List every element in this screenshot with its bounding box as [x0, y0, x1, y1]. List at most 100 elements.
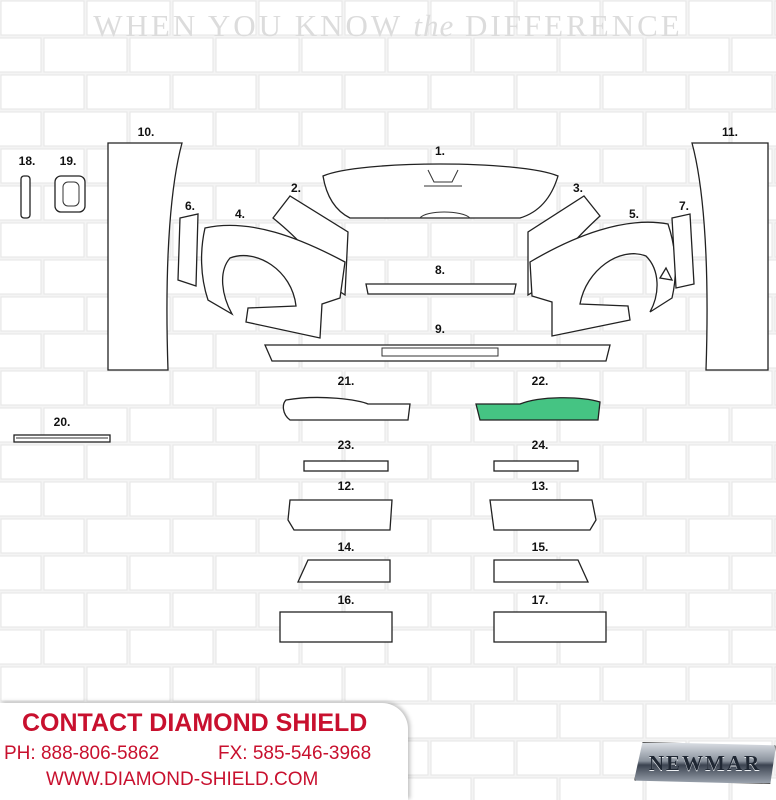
brick	[688, 370, 773, 406]
part-9[interactable]	[264, 344, 611, 362]
part-19[interactable]	[54, 175, 86, 213]
part-13[interactable]	[489, 499, 597, 531]
part-21[interactable]	[282, 396, 411, 421]
label-part-19: 19.	[60, 154, 77, 168]
part-24[interactable]	[493, 460, 579, 472]
part-1-lower-opening	[419, 211, 471, 219]
brick	[602, 0, 687, 36]
brick	[0, 592, 85, 628]
label-part-8: 8.	[435, 263, 445, 277]
brick	[516, 666, 601, 702]
brick	[516, 0, 601, 36]
brick	[602, 370, 687, 406]
contact-heading: CONTACT DIAMOND SHIELD	[22, 709, 368, 737]
part-18[interactable]	[20, 175, 31, 219]
brick	[172, 666, 257, 702]
part-23[interactable]	[303, 460, 389, 472]
part-4[interactable]	[200, 224, 346, 339]
brick	[172, 370, 257, 406]
brick	[172, 148, 257, 184]
part-12[interactable]	[287, 499, 393, 531]
part-11[interactable]	[691, 142, 769, 371]
brick	[215, 111, 300, 147]
brick	[688, 444, 773, 480]
brick	[516, 74, 601, 110]
brick	[43, 481, 128, 517]
brick	[129, 629, 214, 665]
brick	[645, 481, 730, 517]
brick	[559, 37, 644, 73]
brick	[344, 74, 429, 110]
label-part-24: 24.	[532, 438, 549, 452]
newmar-logo-text: NEWMAR	[648, 751, 762, 775]
brick	[645, 37, 730, 73]
brick	[602, 518, 687, 554]
brick	[473, 703, 558, 739]
brick	[559, 111, 644, 147]
phone-number[interactable]: PH: 888-806-5862	[4, 743, 160, 764]
part-5[interactable]	[529, 221, 677, 337]
tagline-after: DIFFERENCE	[464, 8, 683, 43]
brick	[602, 148, 687, 184]
brick	[86, 592, 171, 628]
brick	[0, 333, 42, 369]
label-part-3: 3.	[573, 181, 583, 195]
brick	[731, 703, 776, 739]
brick	[516, 740, 601, 776]
brick	[387, 37, 472, 73]
contact-panel: CONTACT DIAMOND SHIELD PH: 888-806-5862 …	[0, 703, 408, 800]
brick	[387, 629, 472, 665]
brick	[86, 666, 171, 702]
brick	[688, 74, 773, 110]
label-part-21: 21.	[338, 374, 355, 388]
brick	[473, 111, 558, 147]
part-22[interactable]	[475, 397, 601, 421]
brick	[215, 481, 300, 517]
part-16[interactable]	[279, 611, 393, 643]
label-part-15: 15.	[532, 540, 549, 554]
brick	[473, 777, 558, 800]
brick	[559, 703, 644, 739]
brick	[344, 370, 429, 406]
label-part-6: 6.	[185, 199, 195, 213]
part-10[interactable]	[107, 142, 183, 371]
brick	[344, 222, 429, 258]
brick	[0, 222, 85, 258]
label-part-14: 14.	[338, 540, 355, 554]
brick	[0, 370, 85, 406]
label-part-5: 5.	[629, 207, 639, 221]
brick	[688, 666, 773, 702]
brick	[0, 259, 42, 295]
brick	[86, 74, 171, 110]
brick	[387, 481, 472, 517]
brick	[43, 629, 128, 665]
part-1[interactable]	[322, 163, 559, 219]
brick	[645, 555, 730, 591]
brick	[43, 37, 128, 73]
brick	[688, 0, 773, 36]
brick	[0, 111, 42, 147]
brick	[129, 111, 214, 147]
brick	[602, 444, 687, 480]
brick	[258, 666, 343, 702]
part-6[interactable]	[177, 213, 199, 287]
label-part-9: 9.	[435, 322, 445, 336]
label-part-1: 1.	[435, 144, 445, 158]
part-14[interactable]	[296, 559, 391, 583]
part-5-small-tab[interactable]	[658, 266, 674, 281]
brick	[430, 666, 515, 702]
part-17[interactable]	[493, 611, 607, 643]
part-1-emblem-outline	[424, 169, 462, 187]
part-7[interactable]	[671, 213, 695, 289]
brick	[86, 518, 171, 554]
brick	[430, 74, 515, 110]
brick	[344, 0, 429, 36]
part-15[interactable]	[493, 559, 590, 583]
brick	[215, 37, 300, 73]
fax-number: FX: 585-546-3968	[218, 743, 372, 764]
label-part-17: 17.	[532, 593, 549, 607]
part-8[interactable]	[365, 283, 517, 295]
brick	[430, 296, 515, 332]
brick	[43, 111, 128, 147]
website-link[interactable]: WWW.DIAMOND-SHIELD.COM	[46, 769, 319, 790]
